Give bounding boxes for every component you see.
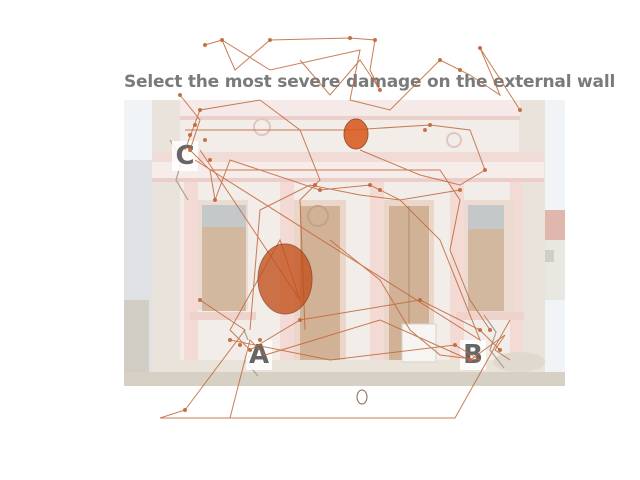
scanpath-dots bbox=[178, 36, 522, 412]
cursor-marker bbox=[356, 389, 368, 405]
scanpath-lines bbox=[159, 37, 521, 419]
fixation-marker-large bbox=[257, 243, 313, 315]
fixation-marker-small bbox=[343, 118, 369, 150]
option-b-label[interactable]: B bbox=[460, 340, 486, 370]
